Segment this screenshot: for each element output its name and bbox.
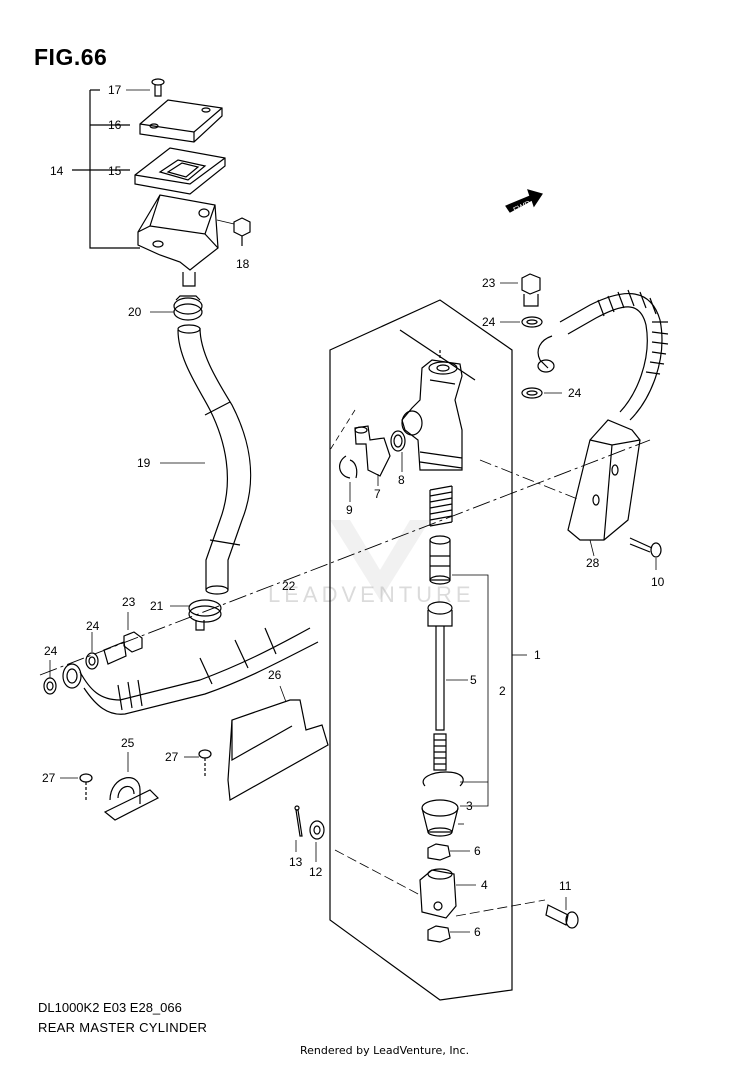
circlip-9 [339, 455, 358, 502]
fwd-label: FWD [512, 199, 533, 215]
callout-5: 5 [470, 673, 477, 687]
figure-code: DL1000K2 E03 E28_066 [38, 1000, 182, 1015]
washer-12 [309, 820, 325, 862]
callout-27-left: 27 [42, 771, 56, 785]
callout-8: 8 [398, 473, 405, 487]
callout-14: 14 [50, 164, 64, 178]
kit-box [329, 299, 513, 1001]
brake-hose-upper [537, 289, 669, 421]
callout-22: 22 [282, 579, 296, 593]
hose-bracket-28 [567, 419, 641, 557]
rod-boot [421, 799, 459, 837]
callout-25: 25 [121, 736, 135, 750]
callout-11: 11 [559, 879, 572, 893]
callout-21: 21 [150, 599, 164, 613]
hose-clamp-21 [170, 599, 222, 631]
washer-24-upper-b [521, 387, 562, 399]
callout-17: 17 [108, 83, 122, 97]
render-credit: Rendered by LeadVenture, Inc. [300, 1044, 470, 1057]
callout-3: 3 [466, 799, 473, 813]
reservoir-assembly-bracket [89, 90, 140, 249]
watermark-logo [330, 520, 430, 600]
reservoir-diaphragm [134, 147, 226, 195]
callout-2: 2 [499, 684, 506, 698]
figure-caption: REAR MASTER CYLINDER [38, 1020, 208, 1035]
callout-18: 18 [236, 257, 250, 271]
hose-connector-7 [354, 425, 391, 486]
fwd-arrow-icon [505, 189, 543, 213]
callout-24-mid: 24 [86, 619, 100, 633]
hose-clamp-20 [150, 295, 203, 321]
washer-24-lower [43, 660, 57, 695]
screw-10 [629, 537, 662, 570]
cotter-pin [294, 805, 303, 852]
callout-24-lower: 24 [44, 644, 58, 658]
watermark-text: LEADVENTURE [268, 582, 475, 607]
callout-6-lower: 6 [474, 925, 481, 939]
guard-26 [227, 685, 329, 801]
washer-24-mid [85, 632, 99, 670]
bolt-23-upper [500, 273, 541, 307]
callout-27-right: 27 [165, 750, 179, 764]
figure-title: FIG.66 [34, 44, 108, 70]
reservoir-hose [160, 324, 252, 595]
callout-7: 7 [374, 487, 381, 501]
callout-4: 4 [481, 878, 488, 892]
clevis-4 [419, 868, 476, 919]
callout-10: 10 [651, 575, 665, 589]
callout-12: 12 [309, 865, 323, 879]
washer-24-upper-a [500, 316, 543, 328]
callout-24-upper-a: 24 [482, 315, 496, 329]
callout-6-upper: 6 [474, 844, 481, 858]
nut-6-upper [427, 843, 470, 861]
circlip-3 [422, 771, 489, 807]
callout-28: 28 [586, 556, 600, 570]
nut-6-lower [427, 925, 470, 943]
callout-16: 16 [108, 118, 122, 132]
piston-assembly [429, 535, 489, 782]
master-cylinder-body [399, 329, 476, 471]
return-spring [429, 485, 453, 527]
screw-27-right [184, 749, 212, 776]
callout-26: 26 [268, 668, 282, 682]
callout-15: 15 [108, 164, 122, 178]
callout-9: 9 [346, 503, 353, 517]
callout-13: 13 [289, 855, 303, 869]
bolt-18 [216, 217, 251, 246]
reservoir-cap [139, 99, 223, 143]
callout-23-lower: 23 [122, 595, 136, 609]
callout-1: 1 [534, 648, 541, 662]
pipe-clamp-25 [103, 752, 160, 821]
callout-23-upper: 23 [482, 276, 496, 290]
push-rod [427, 601, 468, 771]
screw-27-left [60, 773, 93, 800]
screw-17 [126, 78, 165, 97]
banjo-lower [62, 663, 82, 689]
pipe-centerline [39, 439, 651, 676]
o-ring-8 [390, 430, 406, 472]
bolt-23-lower [103, 612, 143, 665]
callout-24-upper-b: 24 [568, 386, 582, 400]
callout-20: 20 [128, 305, 142, 319]
brake-hose-lower [79, 627, 319, 715]
callout-19: 19 [137, 456, 151, 470]
clevis-pin-11 [545, 897, 579, 929]
reservoir-body [137, 194, 219, 287]
